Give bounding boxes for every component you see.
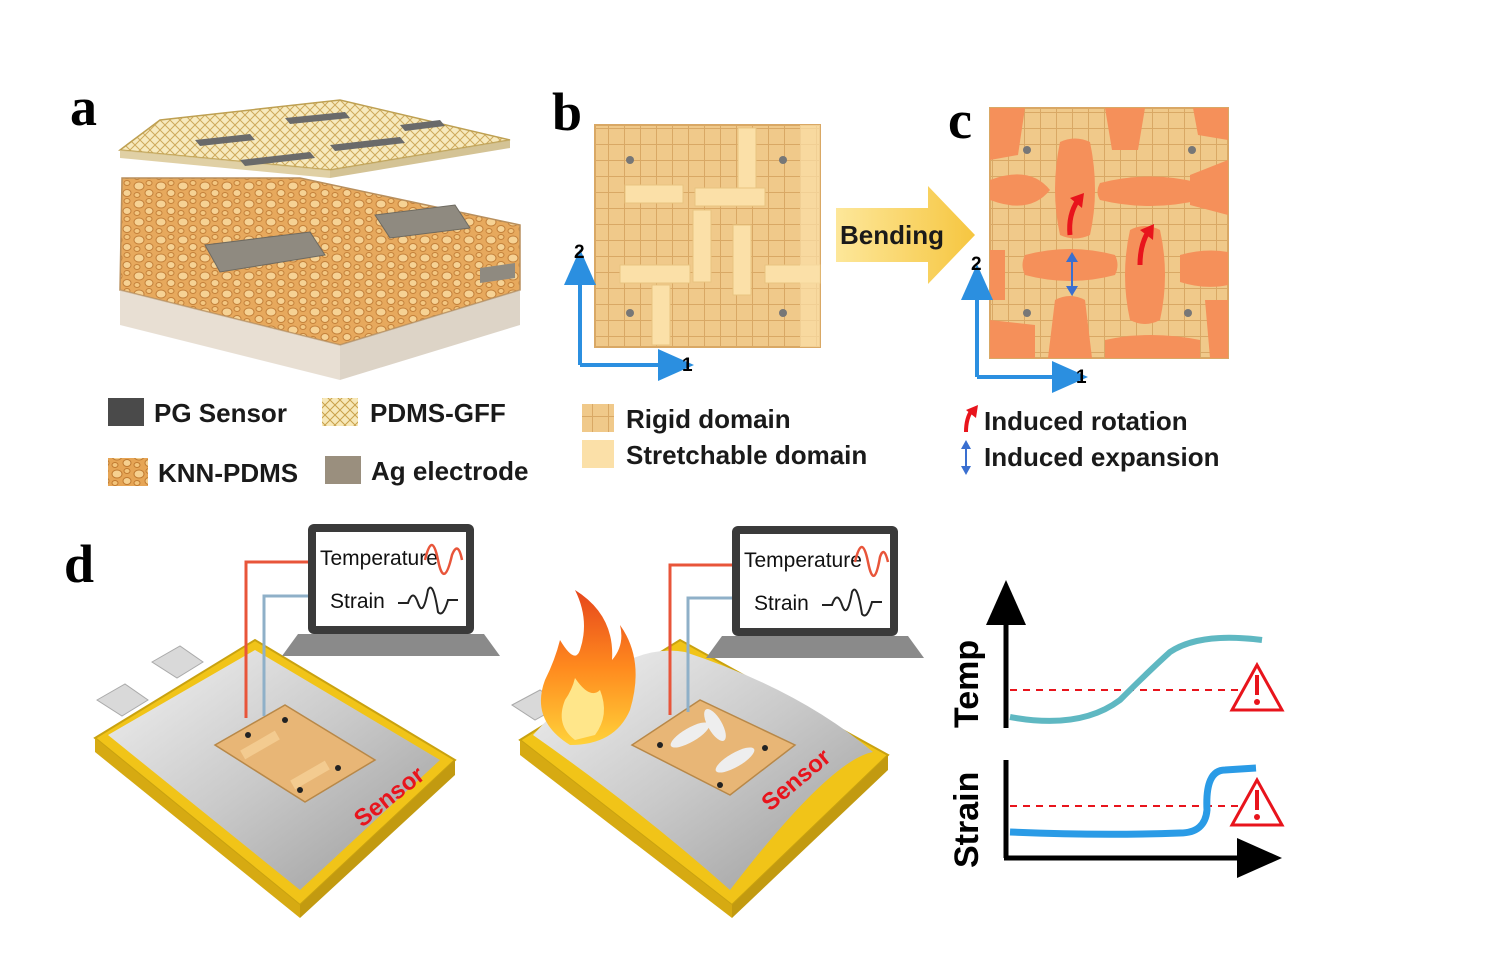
legend-b: Rigid domain Stretchable domain	[582, 404, 867, 470]
laptop-icon-2: Temperature Strain	[706, 526, 924, 658]
laptop-icon: Temperature Strain	[282, 524, 500, 656]
strain-curve	[1009, 764, 1257, 838]
legend-ag-electrode: Ag electrode	[371, 456, 529, 486]
pdms-gff-swatch	[322, 398, 358, 426]
panel-label-b: b	[552, 82, 582, 142]
temp-plot: Temp	[948, 580, 1285, 728]
axes-c: 1 2	[961, 254, 1088, 393]
axis-2-label-c: 2	[971, 254, 982, 275]
ag-electrode-swatch	[325, 456, 361, 484]
legend-pdms-gff: PDMS-GFF	[370, 398, 506, 428]
strain-axis-label: Strain	[948, 772, 986, 868]
legend-knn-pdms: KNN-PDMS	[158, 458, 298, 488]
legend-stretchable: Stretchable domain	[626, 440, 867, 470]
sensor-patch-1	[213, 704, 377, 803]
wire-temp-1	[244, 560, 308, 718]
panel-label-a: a	[70, 77, 97, 137]
sensor-patch-2	[630, 699, 797, 796]
expansion-arrow-icon	[961, 440, 971, 475]
wire-strain-2	[686, 596, 732, 712]
monitor-temperature-label-2: Temperature	[744, 549, 862, 572]
legend-c: Induced rotation Induced expansion	[961, 405, 1220, 475]
flame-icon	[540, 590, 636, 745]
legend-pg-sensor: PG Sensor	[154, 398, 287, 428]
panel-label-d: d	[64, 534, 94, 594]
bent-pattern	[989, 107, 1229, 359]
rigid-stretchable-pattern	[594, 124, 821, 348]
axis-1-label-b: 1	[682, 355, 693, 376]
rigid-swatch	[582, 404, 614, 432]
temp-axis-label: Temp	[948, 640, 986, 728]
monitor-temperature-label-1: Temperature	[320, 547, 438, 570]
legend-rotation: Induced rotation	[984, 406, 1188, 436]
warning-icon	[1229, 661, 1285, 712]
panel-label-c: c	[948, 90, 972, 150]
legend-rigid: Rigid domain	[626, 404, 791, 434]
wire-temp-2	[668, 563, 732, 715]
axis-2-label-b: 2	[574, 242, 585, 263]
pg-sensor-swatch	[108, 398, 144, 426]
warning-icon-2	[1229, 776, 1285, 827]
stretchable-swatch	[582, 440, 614, 468]
legend-a: PG Sensor PDMS-GFF KNN-PDMS Ag electrode	[108, 398, 529, 488]
monitor-strain-label-1: Strain	[330, 590, 385, 613]
temp-curve	[1009, 634, 1263, 724]
legend-expansion: Induced expansion	[984, 442, 1220, 472]
axes-b: 1 2	[564, 242, 694, 381]
knn-pdms-swatch	[108, 458, 148, 486]
wire-strain-1	[262, 594, 308, 716]
bending-label: Bending	[840, 220, 944, 250]
strain-plot: Strain	[948, 760, 1285, 878]
monitor-strain-label-2: Strain	[754, 592, 809, 615]
bending-arrow: Bending	[836, 186, 975, 284]
axis-1-label-c: 1	[1076, 367, 1087, 388]
device-stack-illustration	[117, 99, 521, 380]
